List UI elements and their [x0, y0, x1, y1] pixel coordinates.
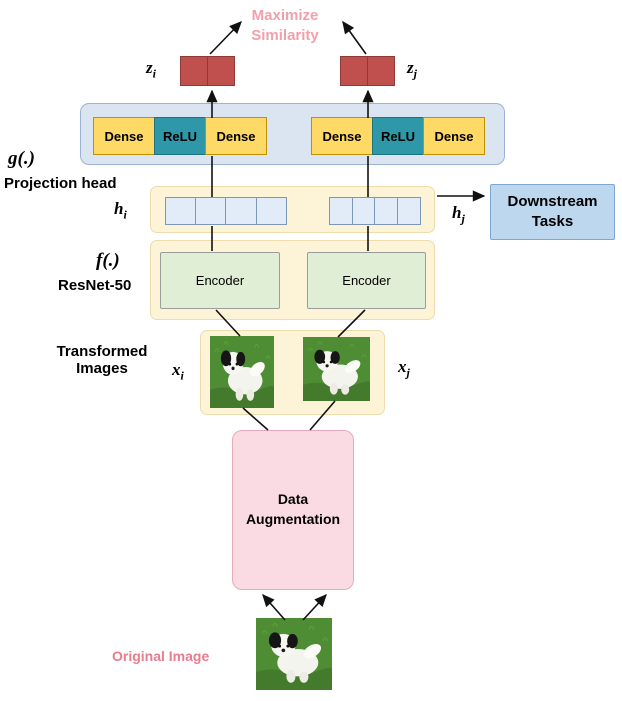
label-z-i-base: z	[146, 58, 153, 77]
label-f-function: f(.)	[96, 250, 120, 271]
label-z-i: zi	[146, 58, 156, 81]
label-z-j-sub: j	[413, 66, 417, 81]
vector-cell	[165, 197, 197, 225]
vector-cell	[329, 197, 353, 225]
relu-layer: ReLU	[153, 117, 207, 155]
dense-layer: Dense	[93, 117, 155, 155]
transformed-image-xj-dog-photo	[303, 337, 370, 401]
label-h-i: hi	[114, 199, 127, 222]
vector-cell	[180, 56, 208, 86]
label-x-j-base: x	[398, 357, 407, 376]
downstream-tasks-box: Downstream Tasks	[490, 184, 615, 240]
h-j-vector	[329, 197, 421, 225]
encoder-right-box: Encoder	[307, 252, 426, 309]
label-z-j: zj	[407, 58, 417, 81]
label-x-i: xi	[172, 360, 184, 383]
vector-cell	[340, 56, 368, 86]
h-i-vector	[165, 197, 287, 225]
label-transformed-images: Transformed Images	[56, 343, 148, 377]
vector-cell	[374, 197, 399, 225]
label-x-j-sub: j	[406, 365, 410, 380]
label-h-j-sub: j	[461, 211, 465, 226]
vector-cell	[195, 197, 227, 225]
label-x-j: xj	[398, 357, 410, 380]
relu-layer: ReLU	[371, 117, 425, 155]
label-h-i-sub: i	[123, 207, 127, 222]
label-z-i-sub: i	[152, 66, 156, 81]
data-augmentation-box: Data Augmentation	[232, 430, 354, 590]
projection-mlp-left: Dense ReLU Dense	[93, 117, 267, 155]
label-h-i-base: h	[114, 199, 124, 218]
label-g-function: g(.)	[8, 148, 35, 169]
label-x-i-base: x	[172, 360, 181, 379]
vector-cell	[397, 197, 421, 225]
label-original-image: Original Image	[112, 648, 210, 664]
dense-layer: Dense	[311, 117, 373, 155]
label-z-j-base: z	[407, 58, 414, 77]
vector-cell	[366, 56, 395, 86]
label-x-i-sub: i	[180, 368, 184, 383]
label-resnet-50: ResNet-50	[58, 277, 132, 294]
vector-cell	[206, 56, 235, 86]
z-i-vector	[180, 56, 235, 86]
vector-cell	[225, 197, 257, 225]
dense-layer: Dense	[205, 117, 267, 155]
transformed-image-xi-dog-photo	[210, 336, 274, 408]
maximize-similarity-label: Maximize Similarity	[251, 7, 319, 44]
label-projection-head: Projection head	[4, 175, 117, 192]
label-h-j: hj	[452, 203, 465, 226]
original-image-dog-photo	[256, 618, 332, 690]
z-j-vector	[340, 56, 395, 86]
encoder-left-box: Encoder	[160, 252, 280, 309]
projection-mlp-right: Dense ReLU Dense	[311, 117, 485, 155]
label-h-j-base: h	[452, 203, 462, 222]
dense-layer: Dense	[423, 117, 485, 155]
vector-cell	[255, 197, 287, 225]
vector-cell	[351, 197, 376, 225]
